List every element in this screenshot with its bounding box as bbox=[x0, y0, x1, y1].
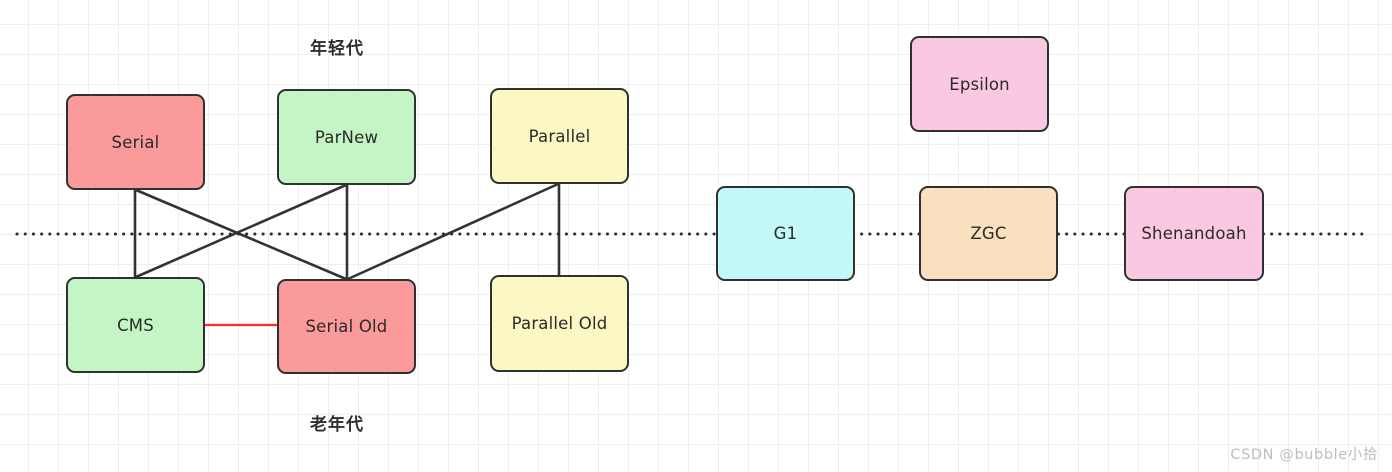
node-epsilon[interactable]: Epsilon bbox=[910, 36, 1049, 132]
edge-parnew-to-cms bbox=[135, 183, 347, 279]
node-parallel-old[interactable]: Parallel Old bbox=[490, 275, 629, 372]
watermark: CSDN @bubble小拾 bbox=[1230, 447, 1378, 463]
edge-parallel-to-serial-old bbox=[347, 182, 559, 281]
node-label: G1 bbox=[773, 224, 798, 243]
young-generation-label: 年轻代 bbox=[310, 39, 364, 59]
node-label: ParNew bbox=[314, 127, 379, 147]
node-label: ZGC bbox=[970, 224, 1007, 243]
node-zgc[interactable]: ZGC bbox=[919, 186, 1058, 281]
node-g1[interactable]: G1 bbox=[716, 186, 855, 281]
node-label: Epsilon bbox=[949, 74, 1010, 94]
node-label: Parallel Old bbox=[511, 314, 608, 333]
node-cms[interactable]: CMS bbox=[66, 277, 205, 373]
node-label: CMS bbox=[117, 315, 154, 335]
node-parallel[interactable]: Parallel bbox=[490, 88, 629, 184]
node-shenandoah[interactable]: Shenandoah bbox=[1124, 186, 1264, 281]
node-label: Shenandoah bbox=[1141, 224, 1247, 243]
node-label: Serial Old bbox=[305, 317, 388, 336]
node-serial[interactable]: Serial bbox=[66, 94, 205, 190]
node-serial-old[interactable]: Serial Old bbox=[277, 279, 416, 374]
edge-serial-to-serial-old bbox=[135, 188, 347, 281]
node-label: Parallel bbox=[528, 126, 591, 146]
node-label: Serial bbox=[111, 132, 160, 152]
old-generation-label: 老年代 bbox=[310, 415, 364, 435]
node-parnew[interactable]: ParNew bbox=[277, 89, 416, 185]
